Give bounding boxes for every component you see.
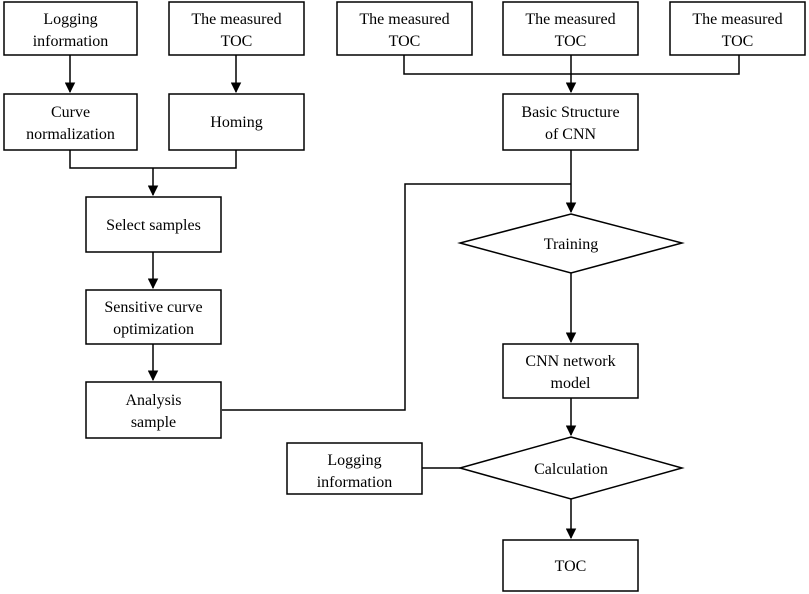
node-label: CNN network bbox=[525, 353, 615, 370]
node-label: Sensitive curve bbox=[104, 299, 202, 316]
decision-calculation: Calculation bbox=[457, 436, 685, 500]
node-label: Curve bbox=[51, 104, 90, 121]
node-logging-info-bottom: Logging information bbox=[286, 442, 423, 495]
node-measured-toc-1: The measured TOC bbox=[336, 1, 473, 56]
node-cnn-model: CNN network model bbox=[502, 343, 639, 399]
node-basic-structure: Basic Structure of CNN bbox=[502, 93, 639, 151]
node-label: Analysis bbox=[126, 392, 182, 409]
node-label: TOC bbox=[722, 33, 754, 50]
node-label: The measured bbox=[191, 11, 281, 28]
node-label: model bbox=[551, 375, 592, 392]
node-toc-output: TOC bbox=[502, 539, 639, 592]
node-label: Training bbox=[544, 236, 599, 253]
node-label: TOC bbox=[389, 33, 421, 50]
node-measured-toc-3: The measured TOC bbox=[669, 1, 806, 56]
node-analysis-sample: Analysis sample bbox=[85, 381, 222, 439]
node-label: optimization bbox=[113, 321, 194, 338]
node-label: Logging bbox=[43, 11, 97, 28]
node-logging-info-top: Logging information bbox=[3, 1, 138, 56]
node-label: TOC bbox=[555, 558, 587, 575]
analysis-to-training-line bbox=[222, 183, 571, 411]
node-label: Homing bbox=[210, 114, 262, 131]
node-label: The measured bbox=[359, 11, 449, 28]
node-label: of CNN bbox=[545, 126, 597, 143]
node-label: information bbox=[33, 33, 109, 50]
node-select-samples: Select samples bbox=[85, 196, 222, 253]
connectors bbox=[64, 55, 740, 540]
node-label: The measured bbox=[525, 11, 615, 28]
node-sensitive-curve: Sensitive curve optimization bbox=[85, 289, 222, 345]
node-label: information bbox=[317, 474, 393, 491]
node-label: The measured bbox=[692, 11, 782, 28]
node-label: Calculation bbox=[534, 461, 608, 478]
merge-curve-homing bbox=[69, 150, 237, 169]
node-curve-normalization: Curve normalization bbox=[3, 93, 138, 151]
node-measured-toc-2: The measured TOC bbox=[502, 1, 639, 56]
decision-training: Training bbox=[457, 213, 685, 274]
node-measured-toc-left: The measured TOC bbox=[168, 1, 305, 56]
node-label: Select samples bbox=[106, 217, 201, 234]
node-label: Logging bbox=[327, 452, 381, 469]
node-label: Basic Structure bbox=[521, 104, 619, 121]
merge-measured-tocs bbox=[403, 55, 740, 75]
node-label: TOC bbox=[555, 33, 587, 50]
node-homing: Homing bbox=[168, 93, 305, 151]
node-label: sample bbox=[131, 414, 176, 431]
node-label: TOC bbox=[221, 33, 253, 50]
node-label: normalization bbox=[26, 126, 115, 143]
